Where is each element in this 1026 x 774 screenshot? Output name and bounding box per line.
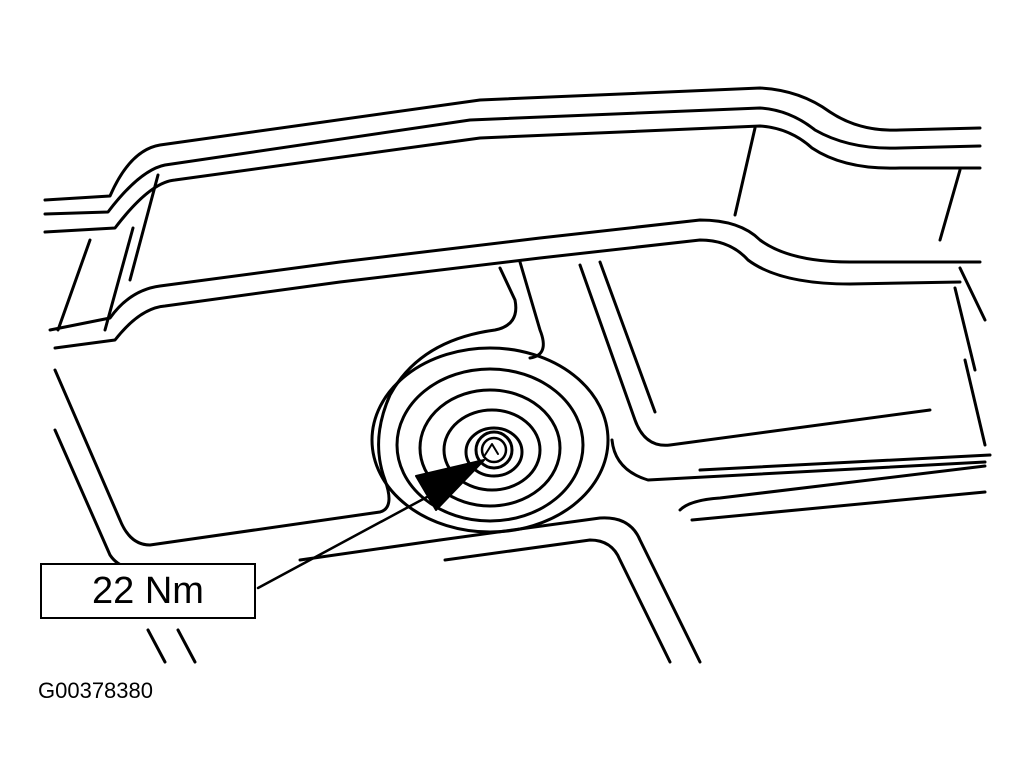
pan-side-walls — [56, 126, 987, 372]
pan-flange — [43, 86, 982, 234]
pan-right-ribs — [578, 260, 992, 482]
torque-value: 22 Nm — [92, 569, 204, 612]
figure-id: G00378380 — [38, 678, 153, 703]
drain-plug-icon — [474, 430, 514, 470]
pan-lower-channels — [146, 464, 987, 664]
drain-boss-rings — [370, 346, 610, 534]
torque-callout: 22 Nm — [40, 563, 256, 619]
arrow-icon — [256, 459, 485, 590]
pan-inner-lip — [48, 218, 982, 350]
